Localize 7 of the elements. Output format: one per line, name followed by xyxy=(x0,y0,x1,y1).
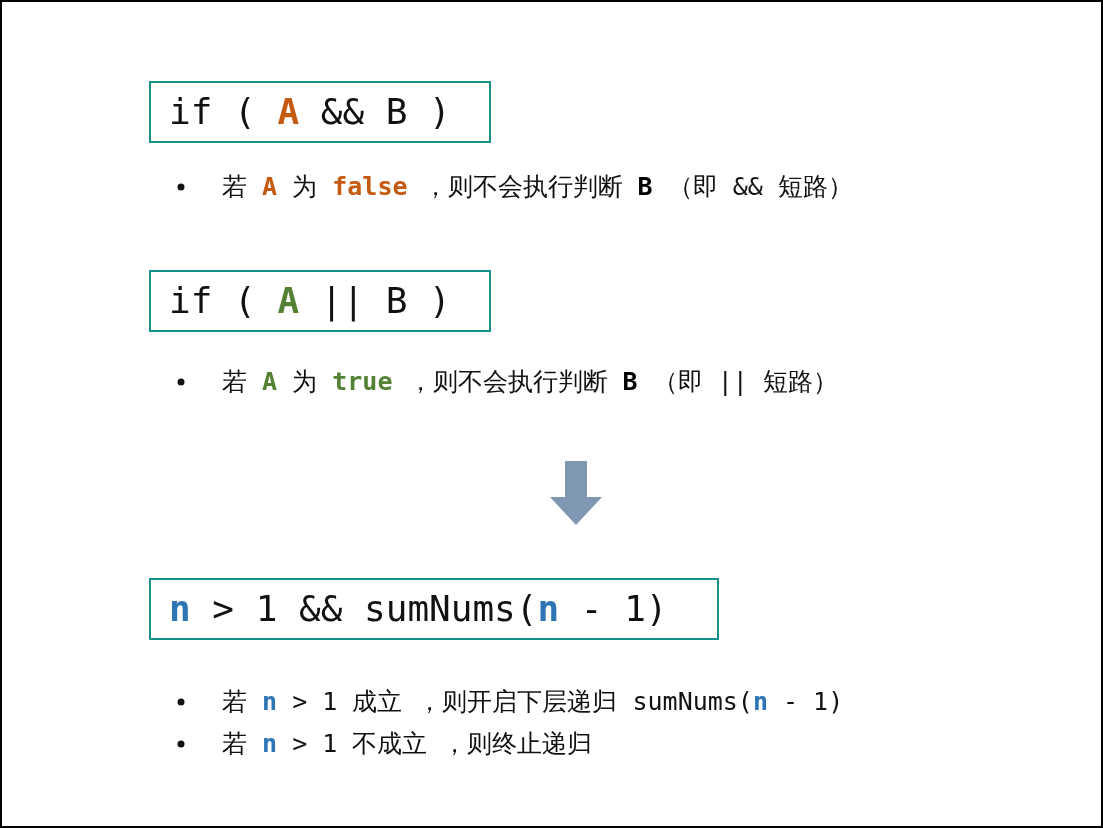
bullet-text: 若 n > 1 成立 ，则开启下层递归 sumNums(n - 1) xyxy=(222,686,844,718)
bullet-text: 若 A 为 true ，则不会执行判断 B （即 || 短路） xyxy=(222,366,838,398)
code-box: if ( A && B ) xyxy=(149,81,491,143)
bullet-text: 若 A 为 false ，则不会执行判断 B （即 && 短路） xyxy=(222,171,853,203)
code-box: n > 1 && sumNums(n - 1) xyxy=(149,578,719,640)
bullet-text: 若 n > 1 不成立 ，则终止递归 xyxy=(222,728,593,760)
code-box: if ( A || B ) xyxy=(149,270,491,332)
